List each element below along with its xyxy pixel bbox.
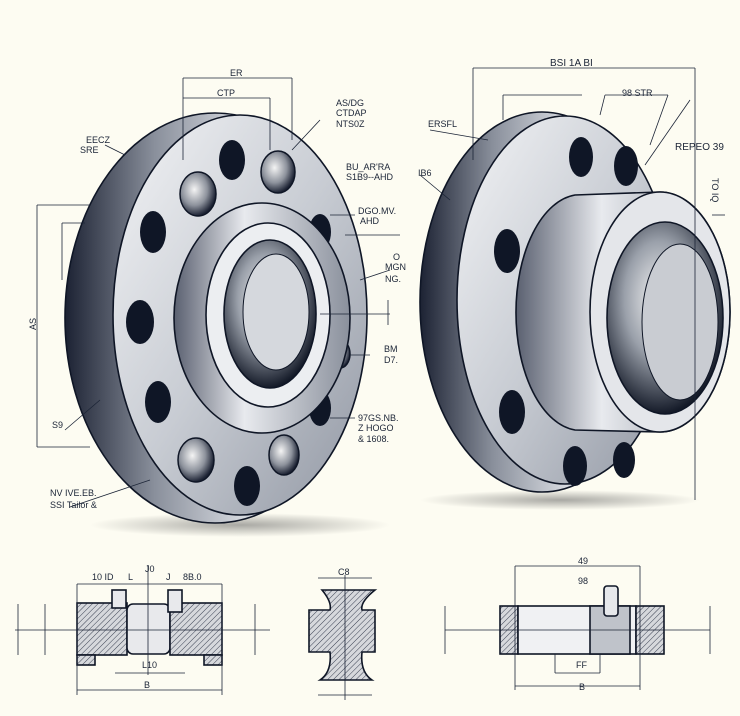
- label: 10 ID: [92, 572, 114, 582]
- dimension-lines: [419, 67, 725, 500]
- left-flange-labels: ER CTP AS/DG CTDAP NTS0Z EECZ SRE BU_AR'…: [28, 68, 406, 510]
- label: S9: [52, 420, 63, 430]
- label: L: [128, 572, 133, 582]
- label: NG.: [385, 274, 401, 284]
- label: ERSFL: [428, 119, 457, 129]
- label: AS/DG: [336, 98, 364, 108]
- label: O: [393, 252, 400, 262]
- label: CTP: [217, 88, 235, 98]
- label: 98: [578, 576, 588, 586]
- bolt-holes: [494, 137, 638, 486]
- label: EECZ: [86, 135, 111, 145]
- label: ER: [230, 68, 243, 78]
- bolt-nuts: [177, 150, 351, 483]
- right-flange-labels: BSI 1A BI 98 STR ERSFL REPEO 39 IB6 TO I…: [418, 58, 724, 202]
- label: MGN: [385, 262, 406, 272]
- right-flange: BSI 1A BI 98 STR ERSFL REPEO 39 IB6 TO I…: [418, 58, 731, 510]
- label: Z HOGO: [358, 423, 394, 433]
- label: CTDAP: [336, 108, 367, 118]
- label: & 1608.: [358, 434, 389, 444]
- label: REPEO 39: [675, 142, 724, 153]
- label: J0: [145, 564, 155, 574]
- label: L10: [142, 660, 157, 670]
- label: AHD: [360, 216, 380, 226]
- label: DGO.MV.: [358, 206, 396, 216]
- label: BM: [384, 344, 398, 354]
- section-left: 10 ID L J0 J 8B.0 L10 B: [15, 564, 270, 695]
- label: BSI 1A BI: [550, 58, 593, 69]
- label: 8B.0: [183, 572, 202, 582]
- section-right: 49 98 FF B: [444, 556, 711, 692]
- label: TO IQ: [710, 178, 720, 202]
- label: NV IVE.EB.: [50, 488, 97, 498]
- bore-inner: [242, 253, 310, 371]
- label: 98 STR: [622, 88, 653, 98]
- shadow: [420, 490, 700, 510]
- label: 97GS.NB.: [358, 413, 399, 423]
- dimension-lines: [36, 77, 400, 508]
- label: NTS0Z: [336, 119, 365, 129]
- label: S1B9--AHD: [346, 172, 394, 182]
- label: IB6: [418, 168, 432, 178]
- label: FF: [576, 660, 587, 670]
- label: C8: [338, 567, 350, 577]
- label: 49: [578, 556, 588, 566]
- label: D7.: [384, 355, 398, 365]
- label: B: [579, 682, 585, 692]
- label: AS: [28, 318, 38, 330]
- shadow: [90, 513, 390, 537]
- left-flange: ER CTP AS/DG CTDAP NTS0Z EECZ SRE BU_AR'…: [28, 68, 406, 537]
- label: SSI Tailor &: [50, 500, 97, 510]
- label: J: [166, 572, 171, 582]
- label: BU_AR'RA: [346, 162, 390, 172]
- section-middle: C8: [308, 567, 378, 700]
- label: B: [144, 680, 150, 690]
- label: SRE: [80, 145, 99, 155]
- bore-inner: [641, 243, 719, 401]
